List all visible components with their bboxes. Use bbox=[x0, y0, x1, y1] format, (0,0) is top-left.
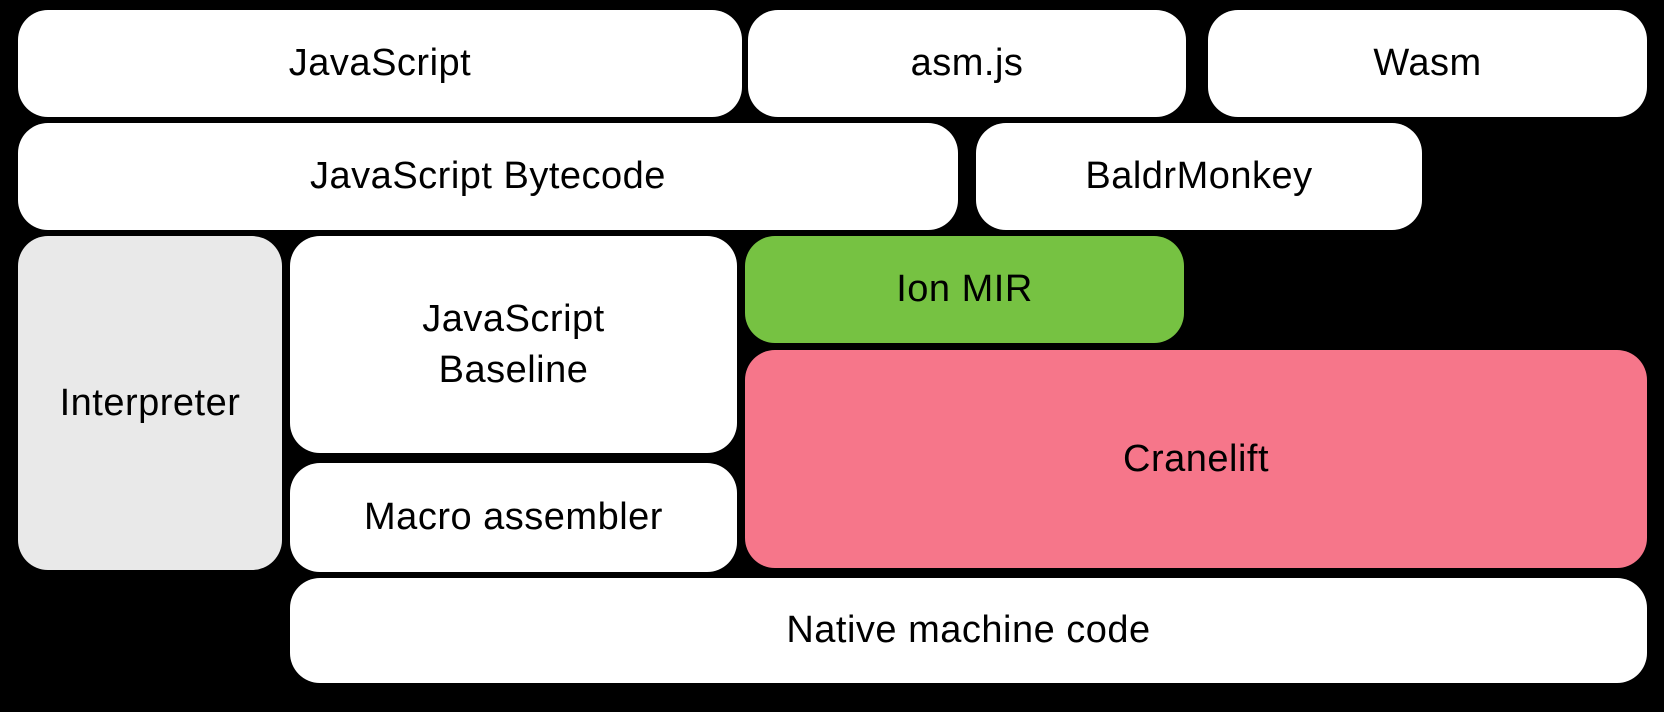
ion-mir-label: Ion MIR bbox=[896, 268, 1033, 311]
baldrmonkey-box: BaldrMonkey bbox=[976, 123, 1422, 230]
interpreter-label: Interpreter bbox=[59, 381, 241, 424]
javascript-label: JavaScript bbox=[288, 42, 472, 85]
wasm-label: Wasm bbox=[1373, 42, 1482, 85]
native-machine-code-box: Native machine code bbox=[290, 578, 1647, 683]
javascript-baseline-box: JavaScript Baseline bbox=[290, 236, 737, 453]
baldrmonkey-label: BaldrMonkey bbox=[1085, 155, 1313, 198]
cranelift-label: Cranelift bbox=[1123, 437, 1269, 480]
asm-js-box: asm.js bbox=[748, 10, 1186, 117]
javascript-box: JavaScript bbox=[18, 10, 742, 117]
wasm-box: Wasm bbox=[1208, 10, 1647, 117]
javascript-bytecode-label: JavaScript Bytecode bbox=[310, 155, 666, 198]
javascript-bytecode-box: JavaScript Bytecode bbox=[18, 123, 958, 230]
native-machine-code-label: Native machine code bbox=[786, 609, 1151, 652]
macro-assembler-label: Macro assembler bbox=[364, 496, 663, 539]
asm-js-label: asm.js bbox=[910, 42, 1024, 85]
ion-mir-box: Ion MIR bbox=[745, 236, 1184, 343]
macro-assembler-box: Macro assembler bbox=[290, 463, 737, 572]
cranelift-box: Cranelift bbox=[745, 350, 1647, 568]
interpreter-box: Interpreter bbox=[18, 236, 282, 570]
javascript-baseline-label: JavaScript Baseline bbox=[422, 298, 605, 391]
